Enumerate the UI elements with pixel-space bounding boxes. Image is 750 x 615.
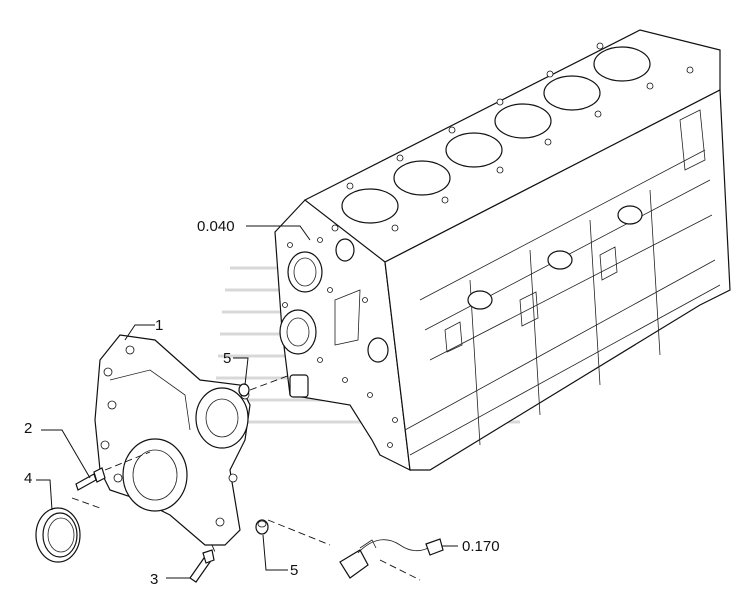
crankshaft-seal — [35, 507, 81, 563]
deck-bolt-holes — [331, 42, 694, 232]
callout-screw-left: 2 — [24, 420, 32, 437]
plug-upper — [238, 383, 250, 397]
timing-cover — [94, 334, 251, 546]
front-face-holes — [282, 237, 398, 448]
assembly-lines — [71, 374, 421, 581]
callout-timing-cover: 1 — [155, 317, 163, 334]
screw-left — [75, 467, 106, 491]
cylinder-bores — [341, 46, 651, 224]
plug-lower — [255, 519, 269, 535]
leader-lines — [36, 225, 458, 579]
callout-plug-lower: 5 — [290, 562, 298, 579]
callout-plug-upper: 5 — [223, 350, 231, 367]
callout-engine-block: 0.040 — [197, 218, 235, 235]
speed-sensor — [339, 538, 444, 579]
callout-seal: 4 — [24, 470, 32, 487]
engine-block — [274, 29, 731, 472]
callout-screw-bottom: 3 — [150, 571, 158, 588]
callout-sensor: 0.170 — [462, 538, 500, 555]
screw-bottom — [189, 549, 215, 583]
